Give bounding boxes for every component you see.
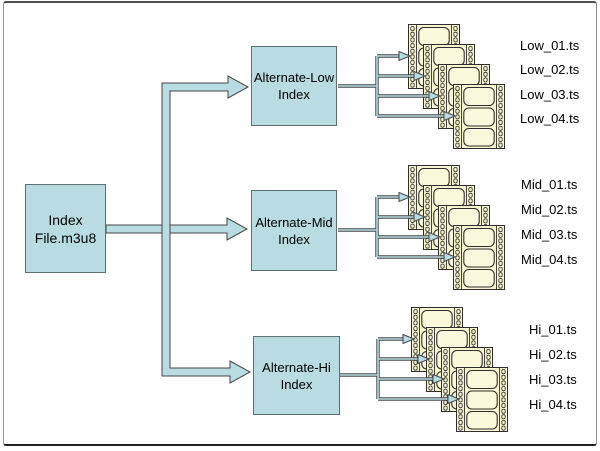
alternate-mid-label-line2: Index — [278, 231, 310, 247]
file-label-low-04: Low_04.ts — [520, 111, 580, 126]
branch-arrowhead — [413, 211, 427, 223]
file-label-mid-02: Mid_02.ts — [521, 202, 578, 217]
branch-arrowhead — [417, 353, 431, 365]
file-label-hi-04: Hi_04.ts — [529, 397, 577, 412]
file-label-mid-04: Mid_04.ts — [521, 252, 578, 267]
branch-arrowhead — [428, 90, 442, 102]
branch-arrowhead — [443, 110, 457, 122]
file-label-hi-01: Hi_01.ts — [529, 322, 577, 337]
film-strip-group-mid — [409, 166, 505, 290]
alternate-low-label-line2: Index — [278, 87, 310, 102]
alternate-mid-index-node: Alternate-Mid Index — [251, 190, 337, 271]
connector-low — [338, 50, 457, 122]
index-file-node: Index File.m3u8 — [25, 184, 106, 273]
alternate-low-label-line1: Alternate-Low — [253, 70, 335, 85]
arrow-index-to-mid — [105, 217, 249, 241]
alternate-hi-index-node: Alternate-Hi Index — [253, 336, 340, 415]
file-label-hi-03: Hi_03.ts — [529, 372, 577, 387]
alternate-hi-label-line1: Alternate-Hi — [262, 359, 331, 375]
index-file-label-line1: Index — [48, 211, 83, 228]
film-strip-icon — [457, 368, 508, 432]
branch-arrowhead — [413, 70, 427, 82]
branch-arrowhead — [398, 191, 412, 203]
alternate-mid-label-line1: Alternate-Mid — [255, 214, 333, 230]
alternate-hi-label-line2: Index — [280, 376, 313, 392]
branch-arrowhead — [402, 333, 416, 345]
file-label-mid-01: Mid_01.ts — [521, 177, 578, 192]
branch-arrowhead — [447, 393, 461, 405]
file-label-low-03: Low_03.ts — [520, 87, 580, 102]
branch-arrowhead — [398, 50, 412, 62]
file-label-low-02: Low_02.ts — [520, 62, 580, 77]
index-file-label-line2: File.m3u8 — [34, 229, 97, 246]
branch-arrowhead — [428, 231, 442, 243]
alternate-low-index-node: Alternate-Low Index — [251, 46, 337, 126]
connector-mid — [338, 191, 457, 263]
connector-hi — [340, 333, 461, 405]
branch-arrowhead — [432, 373, 446, 385]
branch-arrowhead — [443, 251, 457, 263]
file-label-hi-02: Hi_02.ts — [529, 347, 577, 362]
film-strip-group-hi — [412, 308, 508, 432]
file-label-low-01: Low_01.ts — [520, 38, 580, 53]
film-strip-group-low — [409, 25, 505, 149]
film-strip-icon — [454, 85, 505, 149]
file-label-mid-03: Mid_03.ts — [521, 227, 578, 242]
film-strip-icon — [454, 226, 505, 290]
trunk-with-arrows-low-hi — [161, 75, 252, 384]
main-flow-arrows — [105, 75, 252, 384]
